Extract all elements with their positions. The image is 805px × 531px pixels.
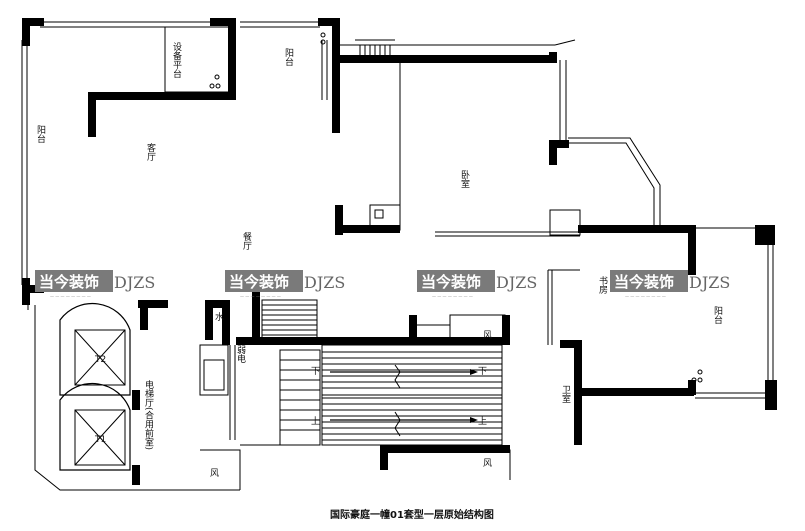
label-bathroom: 卫室 [560, 385, 571, 403]
label-electric-shaft: 弱电 [235, 345, 246, 363]
watermark-brand-cn: 当今装饰 [229, 273, 289, 291]
watermark-tagline: — — — — — — — — [625, 294, 666, 299]
watermark-brand-en: DJZS [114, 273, 155, 292]
watermark-1: 当今装饰 DJZS — — — — — — — — [35, 270, 155, 299]
elevators [59, 302, 131, 471]
drawing-caption: 国际豪庭一幢01套型一层原始结构图 [330, 508, 494, 521]
label-stair-down-2: 下 [478, 367, 487, 377]
watermark-brand-cn: 当今装饰 [421, 273, 481, 291]
label-stair-up-1: 上 [311, 416, 320, 427]
thin-outlines [21, 21, 774, 491]
label-stair-up-2: 上 [478, 416, 487, 427]
label-balcony-top: 阳台 [283, 48, 294, 67]
watermark-brand-en: DJZS [689, 273, 730, 292]
label-balcony-left: 阳台 [35, 125, 46, 144]
label-elevator-1: T2 [94, 355, 106, 365]
watermark-brand-en: DJZS [496, 273, 537, 292]
label-wind-3: 风 [208, 468, 219, 478]
label-elevator-hall: 电梯厅(合用前室) [143, 379, 154, 450]
watermark-tagline: — — — — — — — — [240, 294, 281, 299]
label-study: 书房 [597, 276, 608, 295]
label-bedroom: 卧室 [459, 169, 470, 188]
label-dining-room: 餐厅 [241, 231, 252, 250]
label-wind-2: 风 [481, 458, 492, 468]
watermark-tagline: — — — — — — — — [432, 294, 473, 299]
watermark-4: 当今装饰 DJZS — — — — — — — — [610, 270, 730, 299]
watermark-3: 当今装饰 DJZS — — — — — — — — [417, 270, 537, 299]
label-elevator-2: T1 [94, 435, 106, 445]
label-wind-1: 风 [481, 330, 492, 340]
watermark-brand-cn: 当今装饰 [39, 273, 99, 291]
label-equipment-platform: 设备平台 [171, 42, 182, 79]
fixtures [209, 32, 703, 383]
watermark-brand-cn: 当今装饰 [614, 273, 674, 291]
watermark-brand-en: DJZS [304, 273, 345, 292]
label-water-shaft: 水 [213, 311, 224, 321]
room-labels: 阳台 设备平台 阳台 客厅 餐厅 卧室 书房 阳台 卫室 电梯厅(合用前室) 水… [35, 42, 723, 478]
walls [22, 18, 777, 485]
label-balcony-right: 阳台 [712, 306, 723, 325]
stairs [261, 299, 503, 446]
label-stair-down-1: 下 [311, 367, 320, 377]
watermark-tagline: — — — — — — — — [50, 294, 91, 299]
label-living-room: 客厅 [145, 142, 156, 161]
watermark-2: 当今装饰 DJZS — — — — — — — — [225, 270, 345, 299]
